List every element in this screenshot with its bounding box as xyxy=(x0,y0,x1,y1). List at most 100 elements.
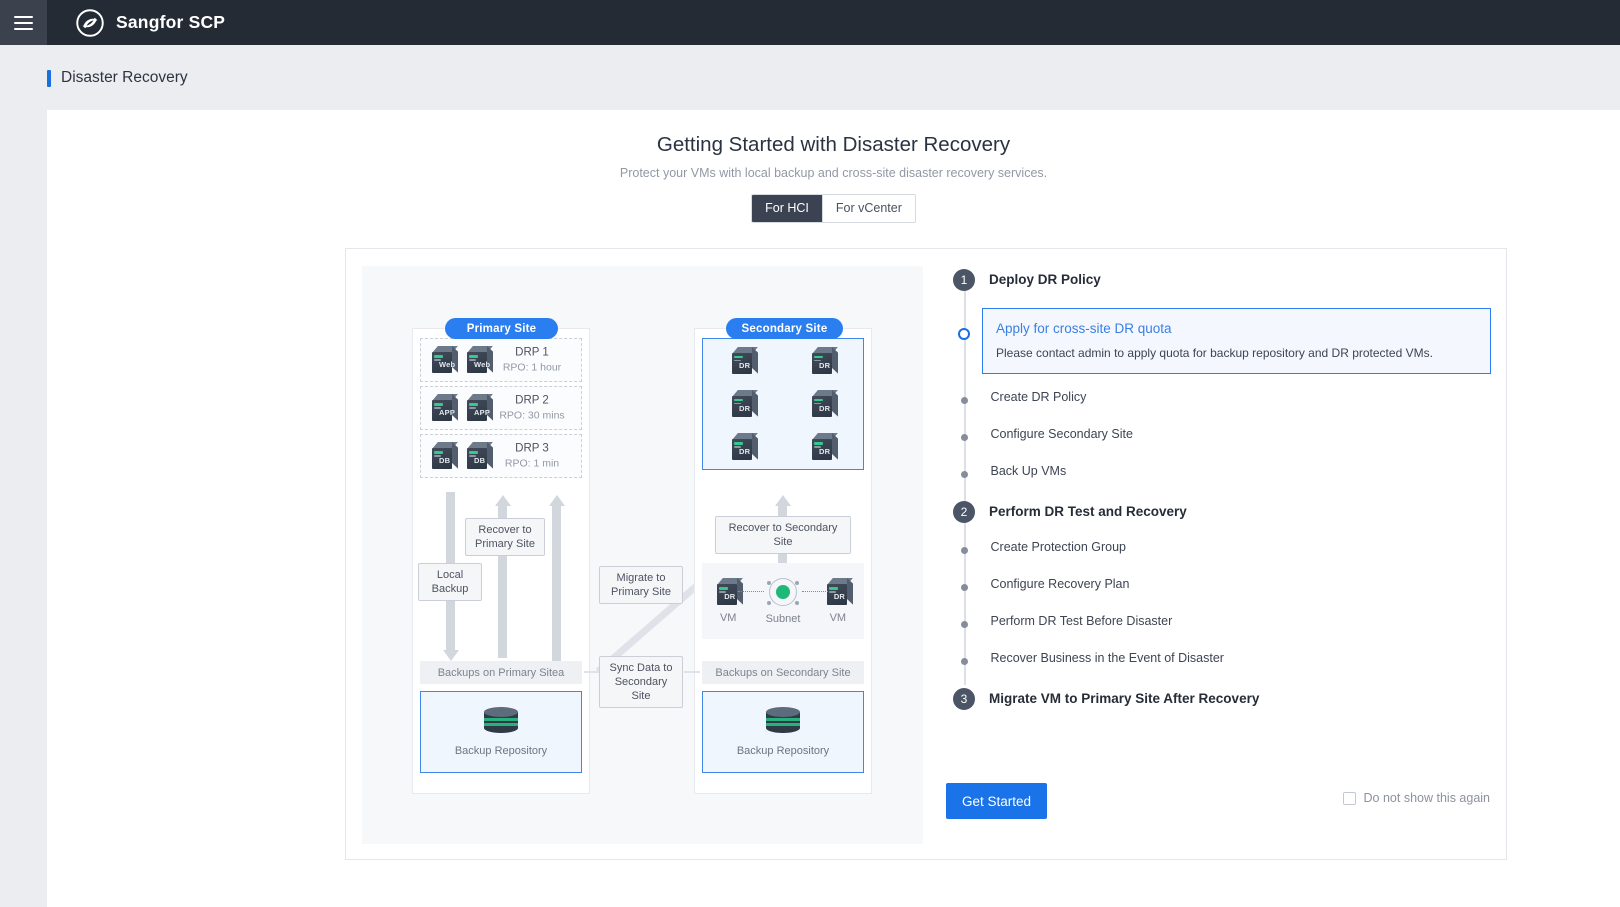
vm-cube-tag: DR xyxy=(819,361,839,370)
dr-vm-cube-icon: DR xyxy=(808,433,838,461)
step-label[interactable]: Create Protection Group xyxy=(991,540,1127,554)
step-recover-business-event-of-disaster[interactable]: Recover Business in the Event of Disaste… xyxy=(946,651,1491,675)
secondary-network-panel: DR VM Subnet xyxy=(702,563,864,639)
step-label: Migrate VM to Primary Site After Recover… xyxy=(989,691,1259,706)
step-configure-recovery-plan[interactable]: Configure Recovery Plan xyxy=(946,577,1491,601)
hero-title: Getting Started with Disaster Recovery xyxy=(47,133,1620,157)
dr-architecture-diagram: Primary Site Secondary Site Web xyxy=(362,266,923,844)
do-not-show-again-checkbox[interactable] xyxy=(1343,792,1356,805)
vm-cube-icon: DR xyxy=(713,578,743,606)
top-bar: Sangfor SCP xyxy=(0,0,1620,45)
step-label[interactable]: Configure Secondary Site xyxy=(991,427,1133,441)
step-label[interactable]: Create DR Policy xyxy=(991,390,1087,404)
onboarding-steps: 1 Deploy DR Policy Apply for cross-site … xyxy=(946,269,1491,727)
step-number-badge: 3 xyxy=(953,688,975,710)
sangfor-logo-icon xyxy=(75,8,105,38)
drp-row: APP APP DRP 2 RPO: 30 mins xyxy=(420,386,582,430)
primary-site-pill: Primary Site xyxy=(445,318,558,339)
tab-for-vcenter[interactable]: For vCenter xyxy=(823,195,915,222)
flow-label-recover-to-secondary: Recover to Secondary Site xyxy=(715,516,851,554)
network-subnet-label: Subnet xyxy=(766,613,801,625)
platform-tabs: For HCI For vCenter xyxy=(751,194,916,223)
vm-cube-tag: APP xyxy=(439,408,459,417)
step-perform-dr-test-before-disaster[interactable]: Perform DR Test Before Disaster xyxy=(946,614,1491,638)
getting-started-panel: Primary Site Secondary Site Web xyxy=(345,248,1507,860)
step-bullet-icon xyxy=(961,547,968,554)
hero-section: Getting Started with Disaster Recovery P… xyxy=(47,110,1620,223)
page-header-strip: Disaster Recovery xyxy=(47,45,1620,110)
step-bullet-icon xyxy=(961,434,968,441)
breadcrumb-accent-bar xyxy=(47,70,51,87)
quota-callout-card[interactable]: Apply for cross-site DR quota Please con… xyxy=(982,308,1491,374)
network-subnet: Subnet xyxy=(766,577,801,625)
step-active-marker-icon xyxy=(958,328,970,340)
hamburger-menu-icon[interactable] xyxy=(0,0,47,45)
drp-row: DB DB DRP 3 RPO: 1 min xyxy=(420,434,582,478)
vm-cube-icon: DB xyxy=(428,442,458,470)
drp-rpo: RPO: 1 hour xyxy=(491,361,573,375)
step-bullet-icon xyxy=(961,658,968,665)
step-number-badge: 1 xyxy=(953,269,975,291)
network-vm-left: DR VM xyxy=(713,578,743,624)
step-label[interactable]: Back Up VMs xyxy=(991,464,1067,478)
do-not-show-again-label: Do not show this again xyxy=(1364,791,1490,805)
network-vm-right-label: VM xyxy=(830,612,847,624)
drp-name: DRP 2 xyxy=(491,394,573,408)
step-migrate-vm-to-primary-site[interactable]: 3 Migrate VM to Primary Site After Recov… xyxy=(946,688,1491,712)
vm-cube-icon: APP xyxy=(463,394,493,422)
step-label[interactable]: Recover Business in the Event of Disaste… xyxy=(991,651,1224,665)
vm-cube-tag: DR xyxy=(724,592,744,601)
secondary-repository-label: Backup Repository xyxy=(737,745,829,757)
left-sidebar-rail xyxy=(0,45,47,907)
flow-label-local-backup: Local Backup xyxy=(418,563,482,601)
database-cylinder-icon xyxy=(484,707,518,733)
drp-meta: DRP 1 RPO: 1 hour xyxy=(491,346,573,375)
migrate-to-primary-arrow-shaft xyxy=(552,506,561,670)
step-configure-secondary-site[interactable]: Configure Secondary Site xyxy=(946,427,1491,451)
step-create-dr-policy[interactable]: Create DR Policy xyxy=(946,390,1491,414)
secondary-dr-vm-grid: DR DR DR DR xyxy=(702,338,864,470)
step-bullet-icon xyxy=(961,584,968,591)
quota-title[interactable]: Apply for cross-site DR quota xyxy=(996,320,1477,338)
drp-vm-icons: DB DB xyxy=(428,442,493,470)
vm-cube-tag: DB xyxy=(439,456,459,465)
step-apply-cross-site-quota[interactable]: Apply for cross-site DR quota Please con… xyxy=(946,308,1491,374)
step-perform-dr-test-and-recovery[interactable]: 2 Perform DR Test and Recovery xyxy=(946,501,1491,525)
tab-for-hci[interactable]: For HCI xyxy=(752,195,823,222)
sync-connector-right xyxy=(684,671,700,673)
step-back-up-vms[interactable]: Back Up VMs xyxy=(946,464,1491,488)
vm-cube-icon: DR xyxy=(823,578,853,606)
subnet-dash-link-left xyxy=(738,591,764,592)
vm-cube-tag: DR xyxy=(739,361,759,370)
local-backup-arrow-head xyxy=(443,650,459,661)
step-label[interactable]: Configure Recovery Plan xyxy=(991,577,1130,591)
vm-cube-icon: APP xyxy=(428,394,458,422)
vm-cube-icon: Web xyxy=(463,346,493,374)
vm-cube-icon: Web xyxy=(428,346,458,374)
recover-to-secondary-arrow-head xyxy=(775,495,791,506)
drp-policy-list: Web Web DRP 1 RPO: 1 hour xyxy=(420,338,582,482)
primary-repository-label: Backup Repository xyxy=(455,745,547,757)
vm-cube-tag: DR xyxy=(739,404,759,413)
page-title: Disaster Recovery xyxy=(61,69,188,87)
quota-description: Please contact admin to apply quota for … xyxy=(996,345,1477,361)
recover-to-primary-arrow-head xyxy=(495,495,511,506)
vm-cube-tag: DR xyxy=(739,447,759,456)
do-not-show-again-control[interactable]: Do not show this again xyxy=(1343,791,1490,805)
drp-vm-icons: Web Web xyxy=(428,346,493,374)
database-cylinder-icon xyxy=(766,707,800,733)
step-label[interactable]: Perform DR Test Before Disaster xyxy=(991,614,1173,628)
drp-name: DRP 1 xyxy=(491,346,573,360)
get-started-button[interactable]: Get Started xyxy=(946,783,1047,819)
primary-backups-bar: Backups on Primary Sitea xyxy=(420,661,582,684)
hamburger-bars xyxy=(14,12,33,34)
step-create-protection-group[interactable]: Create Protection Group xyxy=(946,540,1491,564)
dr-vm-cube-icon: DR xyxy=(808,390,838,418)
step-number-badge: 2 xyxy=(953,501,975,523)
primary-backup-repository: Backup Repository xyxy=(420,691,582,773)
brand[interactable]: Sangfor SCP xyxy=(75,8,225,38)
migrate-to-primary-arrow-head xyxy=(549,495,565,506)
brand-name: Sangfor SCP xyxy=(116,12,225,33)
step-deploy-dr-policy[interactable]: 1 Deploy DR Policy xyxy=(946,269,1491,293)
hero-subtitle: Protect your VMs with local backup and c… xyxy=(47,166,1620,180)
